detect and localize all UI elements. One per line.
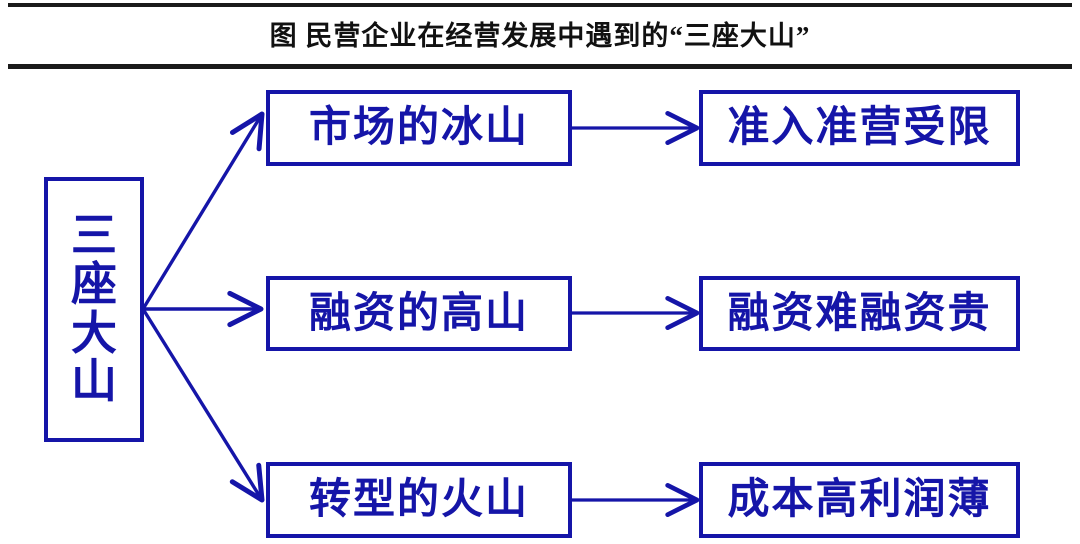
root-char-2: 座 <box>71 258 117 310</box>
problem-box-2[interactable] <box>266 276 572 351</box>
problem-label-1: 市场的冰山 <box>308 105 529 151</box>
root-box[interactable] <box>44 177 144 442</box>
title-rule-top <box>8 3 1072 7</box>
root-char-4: 山 <box>71 356 117 408</box>
figure-title: 图 民营企业在经营发展中遇到的“三座大山” <box>269 21 811 51</box>
problem-box-1[interactable] <box>266 90 572 166</box>
consequence-label-1: 准入准营受限 <box>727 105 992 151</box>
consequence-box-2[interactable] <box>699 276 1020 351</box>
consequence-label-3: 成本高利润薄 <box>727 477 992 523</box>
consequence-box-1[interactable] <box>699 90 1020 166</box>
consequence-label-2: 融资难融资贵 <box>727 290 992 337</box>
connector-root-to-row-3 <box>141 308 265 503</box>
consequence-box-3[interactable] <box>699 462 1020 538</box>
root-char-3: 大 <box>71 307 117 359</box>
problem-label-2: 融资的高山 <box>308 290 529 337</box>
root-char-1: 三 <box>71 210 117 261</box>
title-rule-bottom <box>8 64 1072 69</box>
problem-box-3[interactable] <box>266 462 572 538</box>
root-box-label: 三 座 大 山 <box>46 179 142 440</box>
problem-label-3: 转型的火山 <box>308 477 529 523</box>
connector-root-to-row-1 <box>141 111 265 310</box>
